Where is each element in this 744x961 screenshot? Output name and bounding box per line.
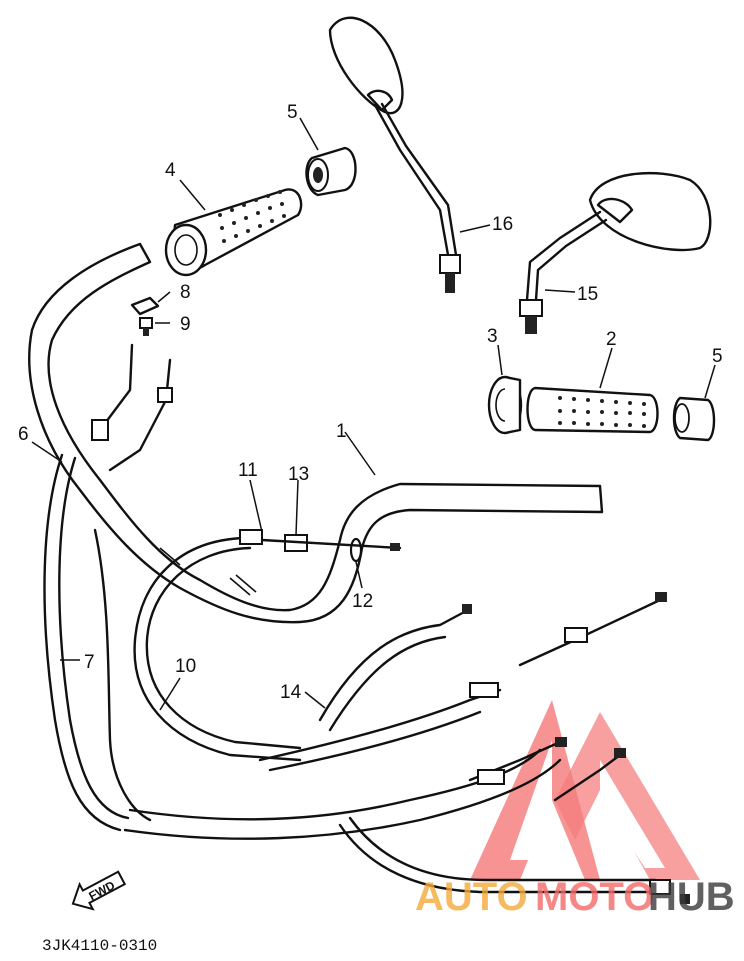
plate-part-8 xyxy=(130,296,160,316)
label-part-8: 8 xyxy=(180,282,191,303)
throttle-housing-part-3 xyxy=(487,375,523,435)
forward-direction-arrow: FWD xyxy=(71,870,127,911)
leader-lines xyxy=(31,117,716,711)
drawing-code: 3JK4110-0310 xyxy=(42,937,157,955)
label-part-14: 14 xyxy=(280,682,302,703)
left-mirror-part-16 xyxy=(328,16,461,293)
watermark-word-hub: HUB xyxy=(648,875,735,919)
handlebar-part-1 xyxy=(28,242,604,624)
label-part-1: 1 xyxy=(336,421,347,442)
label-part-6: 6 xyxy=(18,424,29,445)
label-part-9: 9 xyxy=(180,314,191,335)
right-mirror-part-15 xyxy=(519,171,712,334)
label-part-15: 15 xyxy=(577,284,598,305)
right-grip-part-2 xyxy=(526,386,659,434)
label-part-2: 2 xyxy=(606,329,617,350)
label-part-16: 16 xyxy=(492,214,513,235)
label-part-7: 7 xyxy=(84,652,95,673)
adjuster-part-12 xyxy=(349,537,363,563)
left-grip-part-4 xyxy=(164,188,303,277)
watermark-text: AUTO MOTO HUB xyxy=(415,875,735,919)
screw-part-9 xyxy=(139,317,153,336)
label-part-13: 13 xyxy=(288,464,309,485)
watermark-logo xyxy=(470,700,700,880)
label-part-5-right: 5 xyxy=(712,346,723,367)
grip-end-part-5-right xyxy=(672,396,716,442)
label-part-11: 11 xyxy=(238,460,258,481)
label-part-10: 10 xyxy=(175,656,196,677)
label-part-4: 4 xyxy=(165,160,176,181)
label-part-5-upper: 5 xyxy=(287,102,298,123)
watermark-word-moto: MOTO xyxy=(535,875,654,919)
grip-end-part-5-left xyxy=(305,146,357,197)
cables xyxy=(43,343,690,904)
label-part-3: 3 xyxy=(487,326,498,347)
watermark-word-auto: AUTO xyxy=(415,875,528,919)
label-part-12: 12 xyxy=(352,591,373,612)
